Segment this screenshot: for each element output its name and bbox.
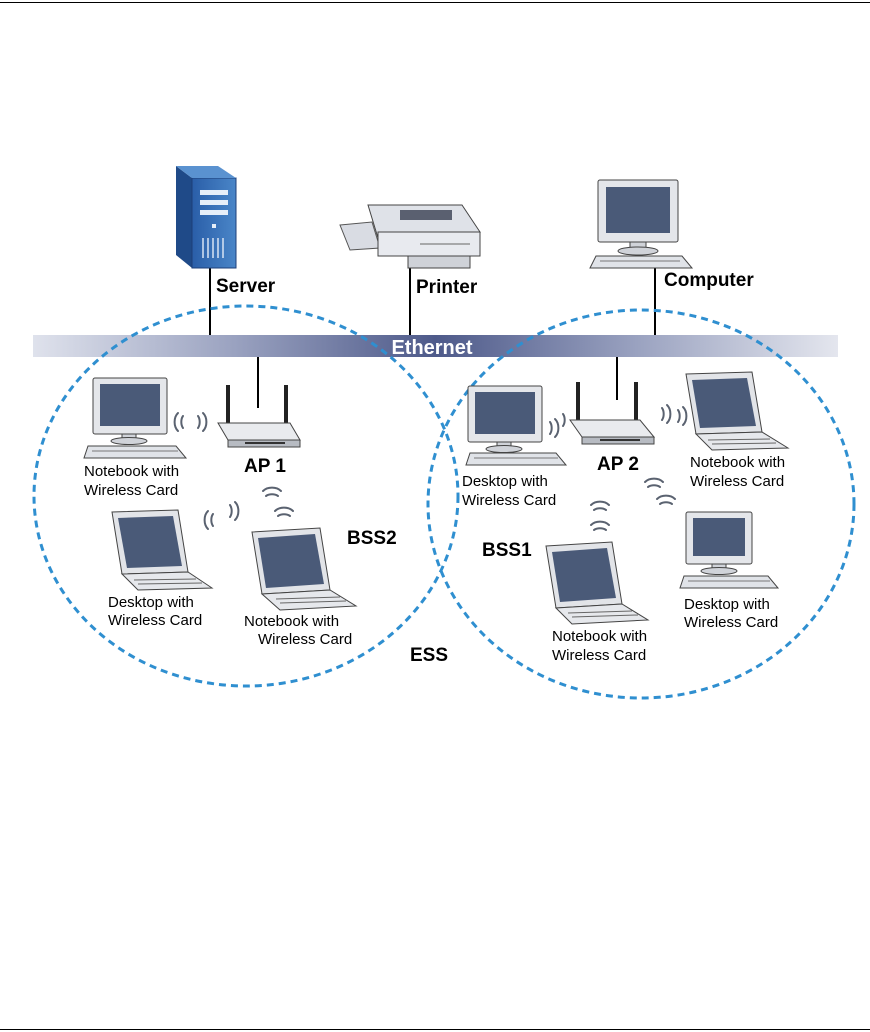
wireless-signal-icon: [175, 413, 207, 431]
wireless-signal-icon: [550, 414, 565, 437]
svg-text:Wireless Card: Wireless Card: [684, 614, 778, 631]
server-icon: [176, 166, 236, 268]
notebook-icon: [252, 528, 356, 610]
desktop-icon: [680, 512, 778, 588]
bss1-label: BSS1: [482, 540, 532, 561]
right-bottom-center-client-label: Notebook with Wireless Card: [552, 628, 647, 664]
desktop-icon: [84, 378, 186, 458]
svg-text:Wireless Card: Wireless Card: [108, 612, 202, 629]
right-top-right-client-label: Notebook with Wireless Card: [690, 454, 785, 490]
svg-text:Wireless Card: Wireless Card: [462, 492, 556, 509]
svg-text:Desktop with: Desktop with: [462, 473, 548, 490]
ethernet-bus: Ethernet: [33, 335, 838, 359]
svg-text:Wireless Card: Wireless Card: [84, 482, 178, 499]
bss2-label: BSS2: [347, 528, 397, 549]
svg-text:Notebook with: Notebook with: [84, 463, 179, 480]
left-bottom-right-client-label: Notebook with Wireless Card: [244, 613, 352, 648]
left-top-client-label: Notebook with Wireless Card: [84, 463, 179, 499]
wireless-signal-icon: [591, 502, 609, 530]
ethernet-label: Ethernet: [391, 337, 472, 359]
left-bottom-left-client-label: Desktop with Wireless Card: [108, 594, 202, 629]
wireless-signal-icon: [662, 405, 686, 425]
notebook-icon: [686, 372, 788, 450]
svg-text:Notebook with: Notebook with: [690, 454, 785, 471]
svg-text:Desktop with: Desktop with: [684, 596, 770, 613]
printer-label: Printer: [416, 277, 478, 298]
notebook-icon: [546, 542, 648, 624]
server-label: Server: [216, 276, 276, 297]
svg-text:Wireless Card: Wireless Card: [552, 647, 646, 664]
svg-text:Wireless Card: Wireless Card: [690, 473, 784, 490]
svg-text:Desktop with: Desktop with: [108, 594, 194, 611]
right-top-left-client-label: Desktop with Wireless Card: [462, 473, 556, 509]
notebook-icon: [112, 510, 212, 590]
access-point-icon: [570, 382, 654, 444]
wireless-signal-icon: [263, 488, 293, 516]
svg-text:Notebook with: Notebook with: [244, 613, 339, 630]
computer-label: Computer: [664, 270, 754, 291]
wireless-signal-icon: [645, 479, 675, 504]
svg-text:Wireless Card: Wireless Card: [258, 631, 352, 648]
ess-label: ESS: [410, 645, 448, 666]
ap2-label: AP 2: [597, 454, 639, 475]
printer-icon: [340, 205, 480, 268]
ap1-label: AP 1: [244, 456, 286, 477]
right-bottom-right-client-label: Desktop with Wireless Card: [684, 596, 778, 631]
computer-icon: [590, 180, 692, 268]
svg-text:Notebook with: Notebook with: [552, 628, 647, 645]
wireless-signal-icon: [205, 502, 239, 529]
